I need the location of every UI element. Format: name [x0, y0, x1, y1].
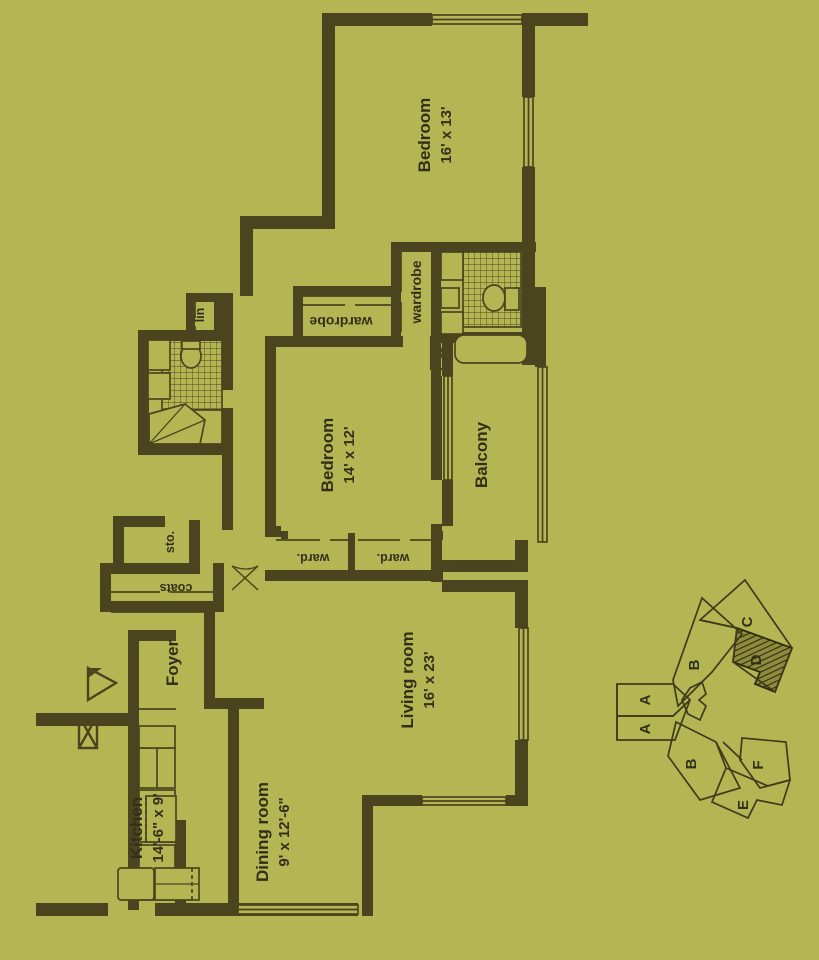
direction-arrow-icon [86, 665, 119, 703]
room-name-dining-room: Dining room [253, 782, 272, 882]
closet-label-linen: lin [193, 308, 207, 323]
key-letter-a-lower: A [637, 723, 654, 734]
key-letter-a-upper: A [637, 694, 654, 705]
label-coats: coats [160, 581, 193, 595]
room-dim-living-room: 16' x 23' [421, 651, 438, 708]
key-wing-e [710, 766, 792, 820]
key-letter-b-upper: B [686, 659, 703, 670]
room-name-bedroom-main: Bedroom [415, 98, 434, 173]
key-connector-lower [722, 741, 743, 761]
room-dim-bedroom-2: 14' x 12' [341, 426, 358, 483]
label-ward-left: ward. [297, 551, 331, 565]
label-bedroom-main: Bedroom 16' x 13' [415, 98, 455, 173]
closet-label-wardrobe-vertical: wardrobe [408, 260, 424, 324]
label-wardrobe-upper: wardrobe [309, 314, 373, 330]
label-wardrobe-vertical: wardrobe [408, 260, 424, 324]
room-name-kitchen: Kitchen [127, 797, 146, 859]
label-bedroom-2: Bedroom 14' x 12' [318, 418, 358, 493]
key-letter-b-lower: B [683, 758, 700, 769]
wall-group [36, 13, 588, 916]
label-balcony: Balcony [472, 421, 491, 488]
room-dim-bedroom-main: 16' x 13' [438, 106, 455, 163]
room-name-foyer: Foyer [163, 639, 182, 686]
key-letter-d: D [748, 654, 765, 665]
label-dining-room: Dining room 9' x 12'-6" [253, 782, 293, 882]
label-living-room: Living room 16' x 23' [398, 631, 438, 728]
detail-lines-group [111, 14, 548, 915]
key-core [681, 680, 708, 722]
key-connector-lower-2 [715, 741, 727, 769]
closet-label-wardrobe-upper: wardrobe [309, 314, 373, 330]
room-dim-kitchen: 14'-6" x 9' [150, 793, 167, 862]
closet-label-ward-left: ward. [297, 551, 331, 565]
closet-label-coats: coats [160, 581, 193, 595]
key-letter-c: C [739, 616, 756, 627]
key-wing-b-lower [667, 720, 742, 801]
room-name-living-room: Living room [398, 631, 417, 728]
key-letter-e: E [735, 800, 752, 810]
closet-labels-group: wardrobe wardrobe ward. ward. lin sto. c… [160, 260, 424, 595]
key-letter-f: F [750, 760, 767, 769]
key-diagram: A A B B C D E F [616, 578, 794, 820]
room-dim-dining-room: 9' x 12'-6" [276, 797, 293, 866]
room-labels-group: Bedroom 16' x 13' Bedroom 14' x 12' Livi… [127, 98, 491, 882]
key-wing-b-upper [672, 596, 744, 708]
closet-label-storage: sto. [163, 531, 177, 553]
label-ward-right: ward. [377, 551, 411, 565]
label-storage: sto. [163, 531, 177, 553]
label-kitchen: Kitchen 14'-6" x 9' [127, 793, 167, 862]
closet-label-ward-right: ward. [377, 551, 411, 565]
label-linen: lin [193, 308, 207, 323]
key-wing-c-inner [699, 619, 738, 629]
room-name-balcony: Balcony [472, 421, 491, 488]
room-name-bedroom-2: Bedroom [318, 418, 337, 493]
label-foyer: Foyer [163, 639, 182, 686]
